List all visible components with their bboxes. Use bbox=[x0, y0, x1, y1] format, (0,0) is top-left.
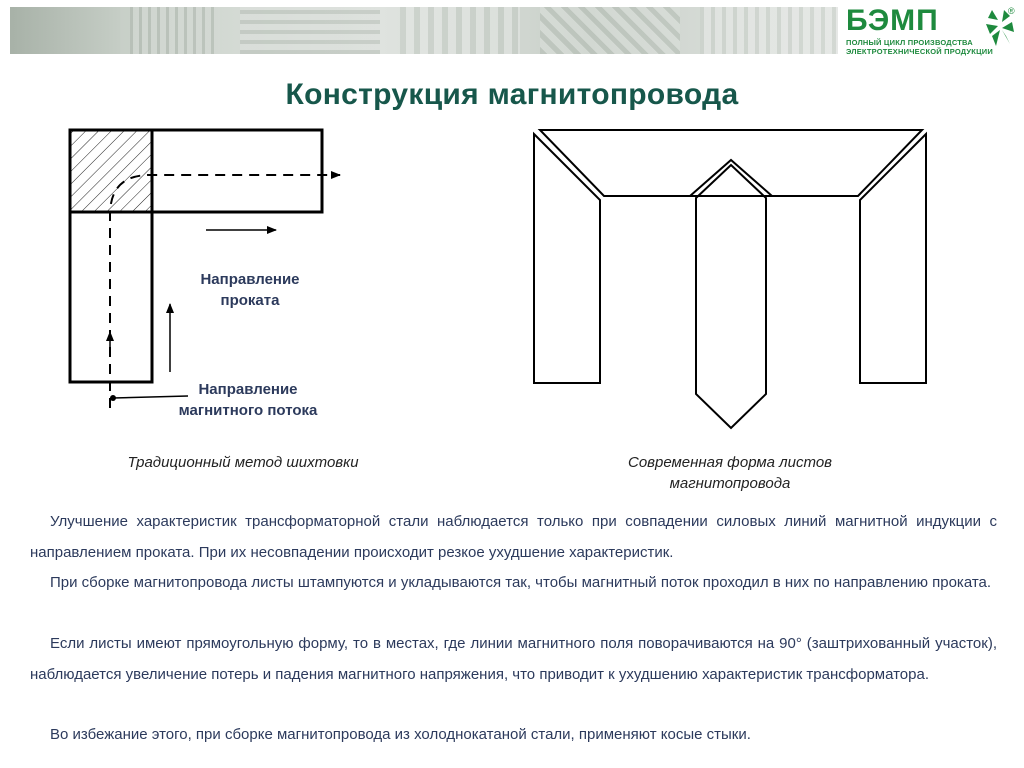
traditional-laminations-diagram bbox=[68, 128, 341, 408]
center-limb-lamination bbox=[695, 163, 767, 430]
flux-direction-label: Направление магнитного потока bbox=[178, 381, 318, 419]
page-title: Конструкция магнитопровода bbox=[285, 78, 739, 111]
top-yoke-lamination bbox=[537, 129, 925, 197]
paragraph-4: Во избежание этого, при сборке магнитопр… bbox=[50, 726, 751, 743]
paragraph-2: При сборке магнитопровода листы штампуют… bbox=[50, 574, 992, 591]
flux-path-dashed bbox=[109, 171, 341, 408]
logo-text: БЭМП bbox=[846, 4, 939, 37]
company-logo: БЭМП ПОЛНЫЙ ЦИКЛ ПРОИЗВОДСТВА ЭЛЕКТРОТЕХ… bbox=[846, 4, 1018, 57]
header-banner bbox=[10, 7, 838, 54]
left-limb-lamination bbox=[533, 131, 601, 384]
right-limb-lamination bbox=[859, 131, 927, 384]
logo-subtitle-line2: ЭЛЕКТРОТЕХНИЧЕСКОЙ ПРОДУКЦИИ bbox=[846, 47, 993, 56]
right-caption: Современная форма листов магнитопровода bbox=[628, 454, 832, 492]
leader-line bbox=[112, 395, 189, 399]
paragraph-3: Если листы имеют прямоугольную форму, то… bbox=[30, 635, 997, 683]
left-caption: Традиционный метод шихтовки bbox=[127, 454, 359, 471]
modern-laminations-diagram bbox=[533, 129, 927, 430]
leaf-emblem-icon bbox=[986, 10, 1014, 46]
hatched-corner-area bbox=[71, 131, 151, 211]
paragraph-1: Улучшение характеристик трансформаторной… bbox=[30, 513, 997, 561]
rolling-direction-label: Направление проката bbox=[200, 271, 300, 309]
logo-subtitle-line1: ПОЛНЫЙ ЦИКЛ ПРОИЗВОДСТВА bbox=[846, 38, 973, 47]
yoke-center-notch bbox=[689, 158, 773, 197]
registered-mark: ® bbox=[1008, 6, 1015, 16]
